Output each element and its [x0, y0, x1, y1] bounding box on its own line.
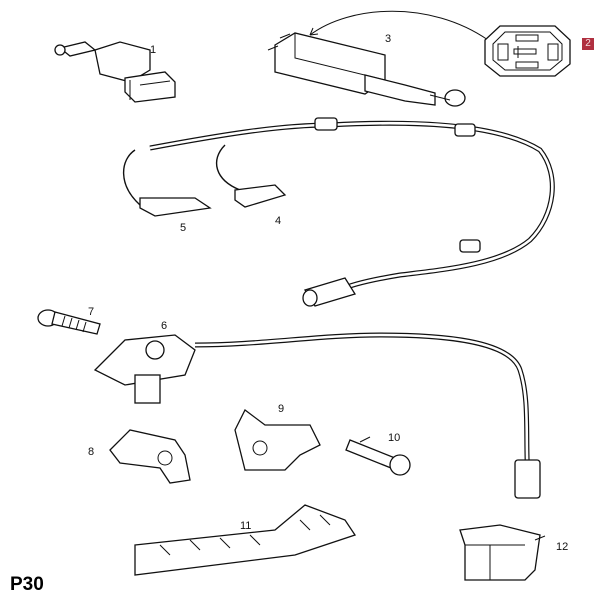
page-code: P30 [10, 574, 44, 595]
part-12-clip[interactable] [459, 524, 541, 581]
callout-8[interactable]: 8 [88, 446, 95, 458]
part-3-switch[interactable] [267, 32, 466, 107]
callout-1[interactable]: 1 [150, 44, 157, 56]
hotspot-2[interactable]: 2 [582, 38, 594, 50]
part-6-sensor[interactable] [93, 332, 541, 499]
part-1-switch[interactable] [54, 41, 176, 103]
part-11-bracket[interactable] [134, 504, 357, 576]
part-9-bracket[interactable] [234, 409, 321, 471]
callout-11[interactable]: 11 [240, 520, 252, 532]
callout-9[interactable]: 9 [278, 403, 285, 415]
callout-10[interactable]: 10 [388, 432, 401, 444]
callout-6[interactable]: 6 [161, 320, 168, 332]
connector-view-2[interactable] [484, 25, 571, 77]
part-7-bolt[interactable] [37, 309, 101, 335]
callout-12[interactable]: 12 [556, 541, 569, 553]
callout-3[interactable]: 3 [385, 33, 392, 45]
part-10-bolt[interactable] [345, 439, 411, 476]
callout-5[interactable]: 5 [180, 222, 187, 234]
part-8-bracket[interactable] [109, 429, 191, 484]
upper-wiring-harness[interactable] [149, 117, 555, 307]
part-4-sensor[interactable] [215, 144, 287, 208]
callout-7[interactable]: 7 [88, 306, 95, 318]
callout-4[interactable]: 4 [275, 215, 282, 227]
part-5-sensor[interactable] [122, 149, 212, 217]
